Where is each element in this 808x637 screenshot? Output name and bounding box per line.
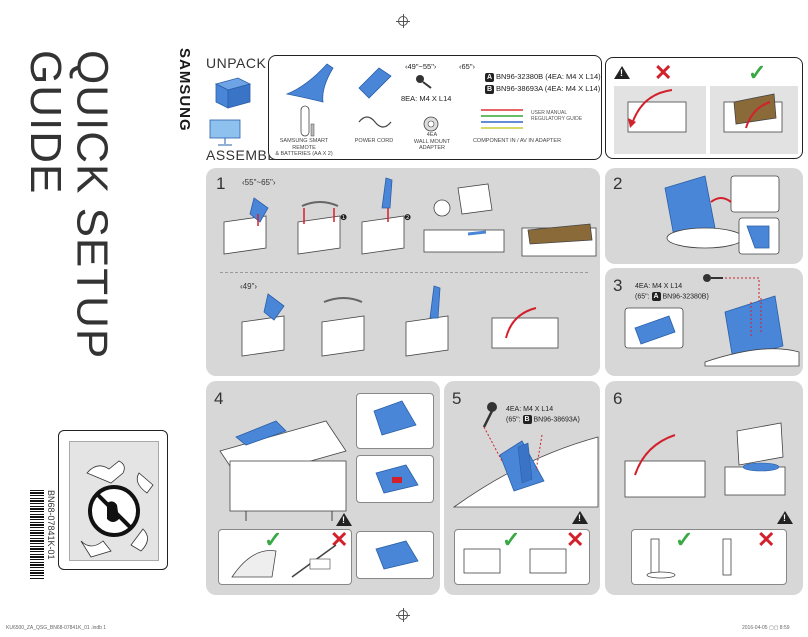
step-4-warning-icon bbox=[336, 513, 352, 526]
model-a-text: BN96-32380B (4EA: M4 X L14) bbox=[496, 72, 601, 81]
registration-mark-bottom bbox=[396, 608, 410, 622]
stand-parts-icon bbox=[285, 63, 334, 103]
wall-mount-adapter-icon bbox=[423, 116, 439, 132]
step-6-illustration bbox=[624, 422, 786, 579]
step-5-incorrect-mark: ✕ bbox=[566, 527, 585, 552]
manual-label: USER MANUAL REGULATORY GUIDE bbox=[531, 110, 583, 123]
step-5-screw-count: 4EA: M4 X L14 bbox=[506, 406, 554, 413]
step-3-model-prefix: (65": bbox=[635, 293, 650, 301]
screw-count-label: 8EA: M4 X L14 bbox=[401, 94, 452, 103]
step-4-illustration bbox=[219, 400, 419, 578]
step-4-panel: 4 ✓ ✕ bbox=[206, 381, 440, 595]
step-4-number: 4 bbox=[214, 389, 224, 408]
step-3-number: 3 bbox=[613, 276, 623, 295]
guide-title-line2: GUIDE bbox=[21, 50, 71, 195]
incorrect-mark: ✕ bbox=[654, 60, 673, 85]
step-6-number: 6 bbox=[613, 389, 623, 408]
step-5-illustration bbox=[452, 402, 599, 574]
tv-box-icon bbox=[214, 77, 252, 109]
step-5-badge: B bbox=[522, 415, 532, 424]
footer-right: 2016-04-05 ▢▢ 8:59 bbox=[742, 625, 790, 631]
step-1-size-small: ‹49"› bbox=[240, 282, 258, 291]
step-5-number: 5 bbox=[452, 389, 462, 408]
screw-icon bbox=[416, 75, 432, 89]
badge-b: B bbox=[485, 84, 494, 94]
step-6-correct-mark: ✓ bbox=[675, 527, 694, 552]
size-49-55-label: ‹49"~55"› bbox=[405, 62, 437, 71]
footer-left: KU6500_ZA_QSG_BN68-07841K_01 .indb 1 bbox=[6, 625, 107, 631]
badge-a: A bbox=[485, 72, 494, 82]
barcode bbox=[30, 490, 44, 580]
guide-title-line1: QUICK SETUP bbox=[67, 50, 117, 360]
registration-mark-top bbox=[396, 14, 410, 28]
av-adapter-icon bbox=[481, 109, 523, 129]
correct-mark: ✓ bbox=[748, 60, 767, 85]
step-1-number: 1 bbox=[216, 174, 226, 193]
step-3-screw-count: 4EA: M4 X L14 bbox=[635, 283, 683, 290]
step-3-badge: A bbox=[651, 292, 661, 301]
step-2-illustration bbox=[664, 175, 780, 255]
step-6-incorrect-mark: ✕ bbox=[757, 527, 776, 552]
step-5-correct-mark: ✓ bbox=[502, 527, 521, 552]
step-3-illustration bbox=[624, 274, 800, 367]
guide-title: QUICK SETUP GUIDE bbox=[21, 50, 117, 360]
section-unpack-label: UNPACK bbox=[206, 55, 267, 71]
step-1-callout-1: ❶ bbox=[340, 213, 347, 222]
step-5-model-prefix: (65": bbox=[506, 416, 521, 424]
unpack-contents-box: SAMSUNG SMART REMOTE & BATTERIES (AA X 2… bbox=[268, 55, 602, 160]
unbox-illustration bbox=[627, 89, 783, 133]
step-1-divider bbox=[220, 272, 588, 273]
step-1-callout-2: ❷ bbox=[404, 213, 411, 222]
wall-adapter-label: 4EA WALL MOUNT ADAPTER bbox=[413, 132, 451, 152]
remote-icon bbox=[300, 105, 315, 137]
brand-logo: SAMSUNG bbox=[176, 48, 193, 132]
remote-label: SAMSUNG SMART REMOTE & BATTERIES (AA X 2… bbox=[275, 138, 333, 158]
model-b-text: BN96-38693A (4EA: M4 X L14) bbox=[496, 84, 601, 93]
step-1-panel: 1 ‹55"~65"› ‹49"› ❶ ❷ bbox=[206, 168, 600, 376]
step-2-number: 2 bbox=[613, 174, 623, 193]
dont-touch-screen-icon bbox=[80, 460, 154, 558]
step-6-panel: 6 ✓ ✕ bbox=[605, 381, 803, 595]
step-1-illustration: ❶ ❷ bbox=[223, 177, 597, 357]
dont-touch-screen-panel bbox=[58, 430, 168, 570]
power-cord-label: POWER CORD bbox=[354, 138, 394, 144]
warning-icon bbox=[614, 66, 630, 79]
step-3-model-text: BN96-32380B) bbox=[662, 293, 709, 301]
step-4-correct-mark: ✓ bbox=[264, 527, 283, 552]
caution-unbox-panel: ✕ ✓ bbox=[605, 57, 803, 159]
step-5-warning-icon bbox=[572, 511, 588, 524]
part-number: BN68-07841K-01 bbox=[46, 490, 56, 560]
stand-bracket-icon bbox=[358, 67, 392, 99]
tv-monitor-icon bbox=[209, 119, 241, 146]
step-2-panel: 2 bbox=[605, 168, 803, 264]
step-1-size-large: ‹55"~65"› bbox=[242, 178, 276, 187]
section-assemble-label: ASSEMBLE bbox=[206, 147, 286, 163]
step-6-warning-icon bbox=[777, 511, 793, 524]
size-65-label: ‹65"› bbox=[459, 62, 475, 71]
power-cord-icon bbox=[358, 116, 392, 128]
step-5-model-text: BN96-38693A) bbox=[533, 416, 580, 424]
av-adapter-label: COMPONENT IN / AV IN ADAPTER bbox=[472, 138, 562, 144]
